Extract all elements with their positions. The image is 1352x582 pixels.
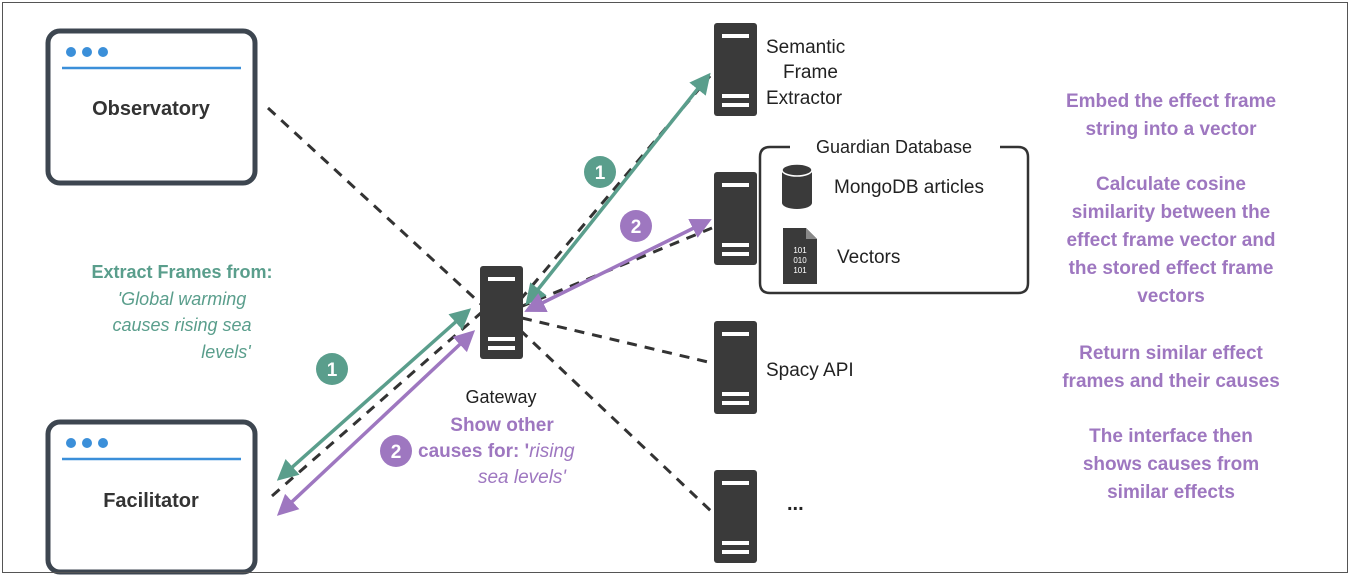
extract-frames-annotation: Extract Frames from: 'Global warming cau… bbox=[91, 262, 272, 362]
extract-title: Extract Frames from: bbox=[91, 262, 272, 282]
more-services-label: ... bbox=[787, 493, 804, 515]
svg-text:1: 1 bbox=[327, 360, 338, 381]
process-note-line: Embed the effect frame bbox=[1066, 91, 1276, 112]
process-note-line: The interface then bbox=[1089, 426, 1253, 447]
process-note-line: frames and their causes bbox=[1062, 371, 1280, 392]
step2-database-arrow bbox=[524, 219, 712, 312]
vector-file-icon: 101 010 101 bbox=[783, 228, 817, 284]
extractor-label-line3: Extractor bbox=[766, 88, 843, 109]
extract-quote-line1: 'Global warming bbox=[118, 289, 247, 309]
observatory-gateway-link bbox=[266, 106, 484, 307]
extractor-server-icon bbox=[714, 23, 757, 116]
mongodb-cylinder-icon bbox=[781, 163, 813, 209]
step2-badge-database: 2 bbox=[620, 210, 652, 242]
observatory-label: Observatory bbox=[92, 98, 211, 120]
database-title: Guardian Database bbox=[816, 137, 972, 157]
guardian-database-group: Guardian Database MongoDB articles 101 0… bbox=[758, 137, 1030, 295]
facilitator-label: Facilitator bbox=[103, 490, 199, 512]
process-note-line: effect frame vector and bbox=[1066, 230, 1275, 251]
process-note-3: Return similar effect frames and their ca… bbox=[1062, 343, 1280, 392]
more-server-icon bbox=[714, 470, 757, 563]
process-note-line: string into a vector bbox=[1085, 119, 1257, 140]
gateway-label: Gateway bbox=[465, 387, 536, 407]
process-note-line: shows causes from bbox=[1083, 454, 1259, 475]
step2-badge-facilitator: 2 bbox=[380, 435, 412, 467]
window-dot-icon bbox=[82, 438, 92, 448]
process-note-2: Calculate cosine similarity between the ef… bbox=[1066, 174, 1275, 307]
extractor-label-line1: Semantic bbox=[766, 37, 845, 58]
vectors-label: Vectors bbox=[837, 247, 900, 268]
process-notes: Embed the effect frame string into a vect… bbox=[1062, 91, 1280, 503]
file-icon-text-3: 101 bbox=[793, 266, 807, 275]
window-dot-icon bbox=[66, 47, 76, 57]
show-other-line2: causes for: 'rising bbox=[418, 441, 575, 462]
show-other-line3: sea levels' bbox=[478, 467, 567, 488]
gateway-spacy-link bbox=[521, 316, 709, 364]
svg-text:2: 2 bbox=[631, 217, 642, 238]
figure-border bbox=[2, 2, 1348, 573]
step2-arrows bbox=[276, 219, 712, 516]
spacy-label: Spacy API bbox=[766, 360, 854, 381]
extract-quote-line2: causes rising sea bbox=[112, 315, 251, 335]
process-note-line: Calculate cosine bbox=[1096, 174, 1246, 195]
process-note-line: Return similar effect bbox=[1079, 343, 1263, 364]
process-note-line: vectors bbox=[1137, 286, 1205, 307]
window-dot-icon bbox=[98, 438, 108, 448]
step2-facilitator-arrow bbox=[276, 330, 476, 516]
extract-quote-line3: levels' bbox=[201, 342, 251, 362]
process-note-1: Embed the effect frame string into a vect… bbox=[1066, 91, 1276, 140]
database-group-border bbox=[758, 145, 1030, 295]
window-dot-icon bbox=[98, 47, 108, 57]
file-icon-text-2: 010 bbox=[793, 256, 807, 265]
show-causes-annotation: Show other causes for: 'rising sea level… bbox=[418, 415, 575, 488]
process-note-line: the stored effect frame bbox=[1069, 258, 1274, 279]
window-dot-icon bbox=[82, 47, 92, 57]
mongodb-label: MongoDB articles bbox=[834, 177, 984, 198]
svg-text:1: 1 bbox=[595, 163, 606, 184]
step1-badge-facilitator: 1 bbox=[316, 353, 348, 385]
gateway-server-icon bbox=[480, 266, 523, 359]
process-note-line: similar effects bbox=[1107, 482, 1235, 503]
step1-badge-extractor: 1 bbox=[584, 156, 616, 188]
spacy-server-icon bbox=[714, 321, 757, 414]
extractor-label-line2: Frame bbox=[783, 62, 838, 83]
process-note-line: similarity between the bbox=[1072, 202, 1271, 223]
gateway-more-link bbox=[518, 328, 714, 514]
database-server-icon bbox=[714, 172, 757, 265]
window-dot-icon bbox=[66, 438, 76, 448]
file-icon-text-1: 101 bbox=[793, 246, 807, 255]
process-note-4: The interface then shows causes from simil… bbox=[1083, 426, 1259, 503]
show-other-line1: Show other bbox=[450, 415, 554, 436]
svg-text:2: 2 bbox=[391, 442, 402, 463]
observatory-window: Observatory bbox=[45, 28, 258, 186]
facilitator-window: Facilitator bbox=[45, 419, 258, 575]
